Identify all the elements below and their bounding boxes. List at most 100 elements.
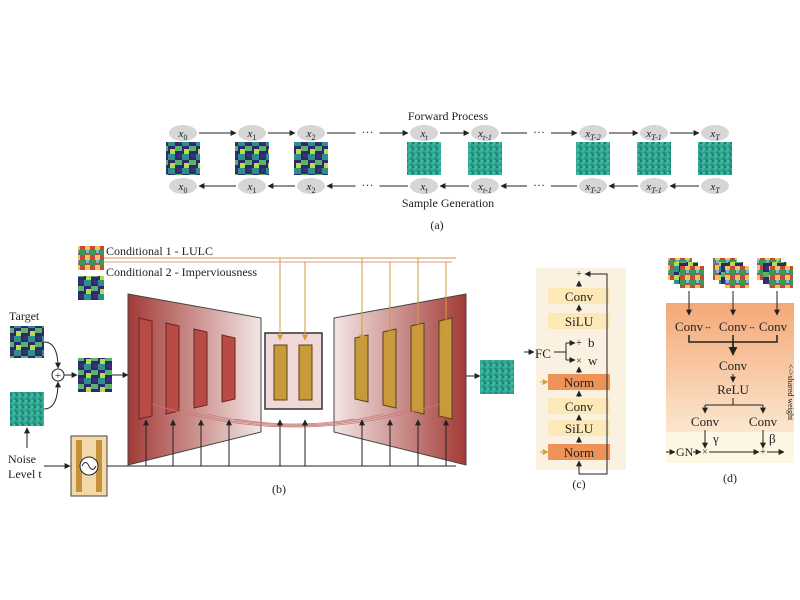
layer-norm — [548, 444, 610, 460]
decoder-block — [354, 334, 369, 403]
layer-silu — [548, 420, 610, 436]
panel-d: Conv ↔ Conv ↔ Conv Conv ReLU Conv Conv γ… — [666, 258, 795, 485]
residual-plus-symbol: + — [576, 269, 582, 280]
noise-to-sum-arrow — [43, 381, 61, 410]
step-image — [468, 142, 502, 175]
node-label: x2 — [306, 128, 316, 142]
node-label: xT — [709, 181, 720, 195]
unet-connections — [104, 257, 456, 467]
unet-blocks — [138, 317, 453, 420]
decoder-block — [438, 317, 453, 420]
sinusoid-wave-icon — [81, 462, 97, 470]
skip-connection — [178, 408, 412, 427]
layer-label: Conv — [565, 289, 594, 304]
target-to-sum-arrow — [43, 341, 61, 369]
time-embedding-stripe — [96, 440, 102, 492]
node-5 — [579, 125, 607, 141]
ellipsis: ··· — [533, 178, 545, 192]
conv-mid-label: Conv — [719, 319, 748, 334]
predicted-output-image — [480, 360, 514, 394]
fusion-input-image — [725, 266, 749, 288]
layer-label: SiLU — [565, 421, 594, 436]
panel-d-caption: (d) — [723, 471, 737, 485]
time-embedding-stripe — [76, 440, 82, 492]
skip-connection — [151, 403, 440, 428]
fusion-input-images — [668, 258, 793, 316]
node-label: xt — [419, 181, 428, 195]
panel-b: Conditional 1 - LULC Conditional 2 - Imp… — [8, 244, 514, 497]
step-image — [576, 142, 610, 175]
skip-connection — [206, 413, 384, 426]
node-2 — [297, 125, 325, 141]
node-1 — [238, 125, 266, 141]
node-0 — [169, 125, 197, 141]
step-image — [637, 142, 671, 175]
diffusion-step-images — [166, 142, 732, 175]
node-6 — [640, 178, 668, 194]
beta-label: β — [769, 431, 776, 446]
node-label: x2 — [306, 181, 316, 195]
noisy-input-image — [78, 358, 112, 392]
step-image — [407, 142, 441, 175]
decoder-block — [382, 328, 397, 409]
target-image — [10, 326, 44, 358]
node-label: xT-1 — [645, 128, 661, 142]
residual-skip-connection — [578, 271, 608, 475]
gn-label: GN — [676, 445, 694, 459]
gamma-label: γ — [712, 431, 719, 446]
conv-beta-label: Conv — [749, 414, 778, 429]
ellipsis: ··· — [533, 125, 545, 139]
node-7 — [701, 125, 729, 141]
lulc-image — [78, 246, 104, 270]
bottleneck-block — [273, 344, 288, 401]
node-label: xt-1 — [477, 128, 492, 142]
noise-image — [10, 392, 44, 426]
node-5 — [579, 178, 607, 194]
step-image — [235, 142, 269, 175]
fusion-input-image — [680, 266, 704, 288]
layer-label: SiLU — [565, 314, 594, 329]
ellipsis: ··· — [362, 178, 374, 192]
target-label: Target — [9, 309, 40, 323]
conv-right-label: Conv — [759, 319, 788, 334]
relu-split — [705, 398, 763, 406]
shared-weight-arrow-1: ↔ — [704, 322, 712, 331]
node-4 — [471, 125, 499, 141]
panel-a: Forward Process Sample Generation (a) x0… — [166, 109, 732, 232]
diffusion-arrows: ··· ··· ··· ··· — [198, 125, 700, 192]
ellipsis: ··· — [362, 125, 374, 139]
node-4 — [471, 178, 499, 194]
encoder-block — [193, 328, 208, 409]
layer-silu — [548, 313, 610, 329]
plus-symbol: + — [576, 338, 582, 349]
bottleneck-block — [298, 344, 313, 401]
node-label: x0 — [178, 181, 188, 195]
node-7 — [701, 178, 729, 194]
panel-a-caption: (a) — [430, 218, 443, 232]
node-3 — [410, 125, 438, 141]
node-label: xT — [709, 128, 720, 142]
layer-label: Conv — [565, 399, 594, 414]
node-label: x1 — [247, 128, 257, 142]
fc-split — [554, 343, 567, 360]
encoder-block — [138, 317, 153, 420]
sum-symbol: + — [55, 370, 61, 382]
node-2 — [297, 178, 325, 194]
noise-level-label-1: Noise — [8, 452, 36, 466]
add-symbol: + — [760, 447, 766, 458]
fusion-lower-band — [666, 432, 794, 463]
node-label: xt-1 — [477, 181, 492, 195]
imperviousness-image — [78, 276, 104, 300]
conv-gamma-label: Conv — [691, 414, 720, 429]
noise-level-label-2: Level t — [8, 467, 42, 481]
b-label: b — [588, 335, 595, 350]
layer-norm — [548, 374, 610, 390]
shared-weight-arrow-2: ↔ — [748, 322, 756, 331]
node-label: x1 — [247, 181, 257, 195]
encoder-block — [165, 322, 180, 415]
layer-label: Norm — [564, 445, 594, 460]
panel-b-caption: (b) — [272, 482, 286, 496]
